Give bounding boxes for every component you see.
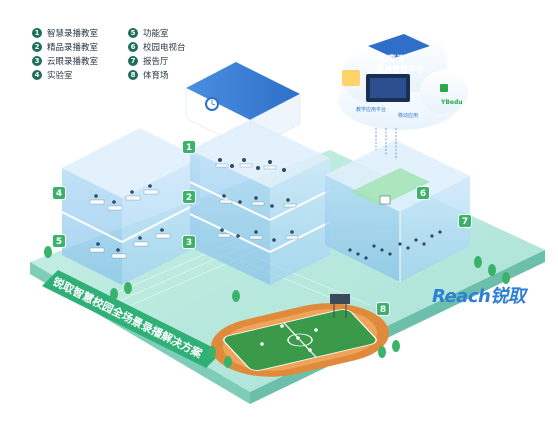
legend-label: 精品录播教室: [47, 43, 99, 53]
legend-label: 报告厅: [143, 57, 169, 67]
badge-stadium: 8: [376, 302, 390, 316]
legend-label: 实验室: [47, 71, 73, 81]
legend-item: 3 云眼录播教室: [32, 54, 98, 68]
badge-tv-station: 6: [416, 186, 430, 200]
cloud-platform: [338, 32, 468, 160]
cloud-app-label: 教学应用平台: [356, 107, 387, 113]
right-building: [325, 140, 470, 282]
partner-logo-text: YBedu: [441, 99, 463, 106]
legend-item: 2 精品录播教室: [32, 40, 98, 54]
badge-quality-classroom: 2: [182, 190, 196, 204]
cloud-subtitle: 资源管理平台: [376, 65, 424, 74]
banner-ribbon: [42, 270, 222, 368]
legend-number: 2: [32, 42, 42, 52]
legend-item: 6 校园电视台: [128, 40, 186, 54]
legend-item: 4 实验室: [32, 68, 73, 82]
legend-item: 1 智慧录播教室: [32, 26, 98, 40]
legend-number: 8: [128, 70, 138, 80]
cloud-title: 教育云: [380, 54, 404, 63]
badge-laboratory: 4: [52, 186, 66, 200]
badge-function-room: 5: [52, 234, 66, 248]
trees: [44, 246, 510, 368]
legend-label: 校园电视台: [143, 43, 186, 53]
left-building: [61, 128, 201, 285]
legend-number: 7: [128, 56, 138, 66]
legend-label: 体育场: [143, 71, 169, 81]
legend-number: 1: [32, 28, 42, 38]
legend-item: 8 体育场: [128, 68, 169, 82]
legend-number: 4: [32, 70, 42, 80]
cloud-app-label: 移动应用: [398, 113, 419, 119]
stadium: [210, 294, 390, 377]
legend-number: 3: [32, 56, 42, 66]
brand-logo: Reach锐取: [432, 286, 526, 307]
badge-smart-classroom: 1: [182, 140, 196, 154]
legend-label: 云眼录播教室: [47, 57, 99, 67]
legend-item: 7 报告厅: [128, 54, 169, 68]
center-building: [185, 62, 331, 285]
legend-label: 功能室: [143, 29, 169, 39]
legend-item: 5 功能室: [128, 26, 169, 40]
badge-lecture-hall: 7: [458, 214, 472, 228]
legend-number: 5: [128, 28, 138, 38]
legend-number: 6: [128, 42, 138, 52]
badge-cloud-eye-classroom: 3: [182, 235, 196, 249]
legend-label: 智慧录播教室: [47, 29, 99, 39]
